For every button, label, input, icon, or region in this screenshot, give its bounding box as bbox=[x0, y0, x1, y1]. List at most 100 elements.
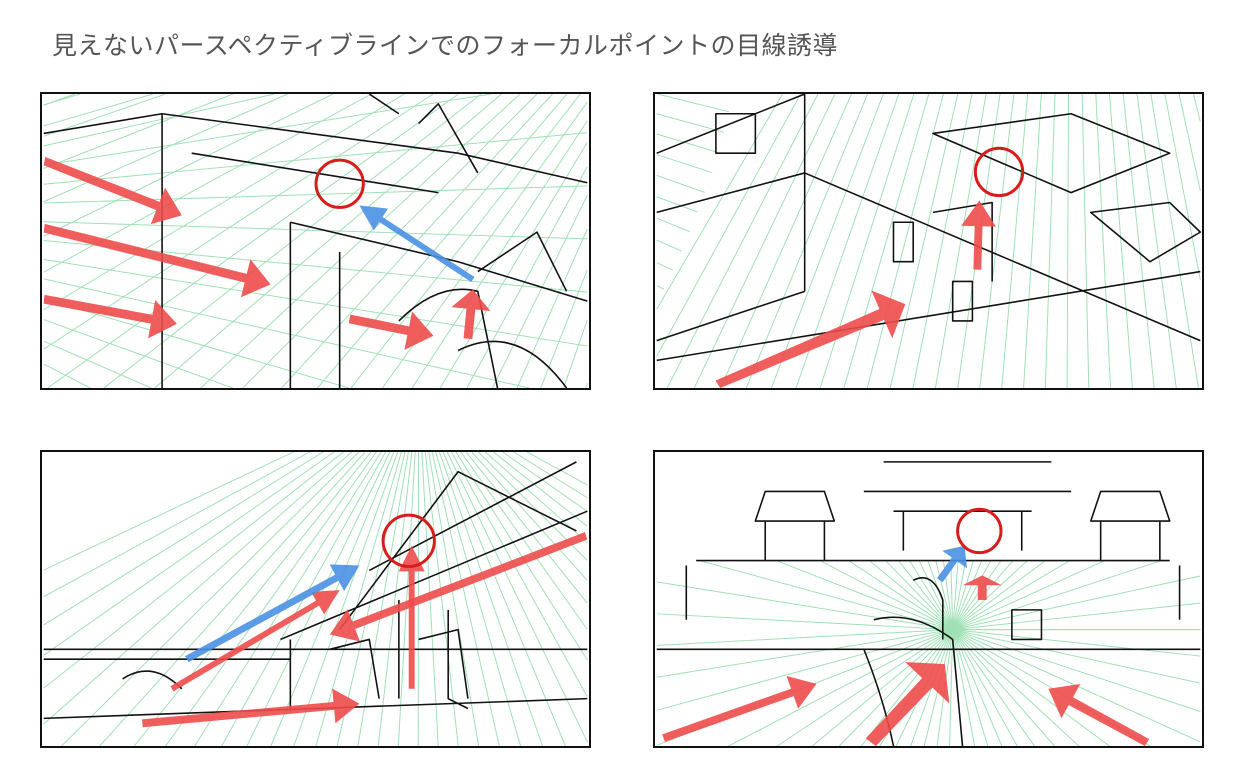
perspective-line bbox=[656, 613, 953, 631]
perspective-line bbox=[1081, 94, 1090, 388]
perspective-line bbox=[526, 452, 588, 486]
perspective-line bbox=[1178, 94, 1201, 191]
red-guide-arrow bbox=[662, 676, 817, 742]
focal-point-circle bbox=[956, 507, 1003, 555]
perspective-line bbox=[656, 629, 953, 646]
perspective-line bbox=[952, 629, 1110, 746]
perspective-line bbox=[693, 94, 836, 388]
perspective-line bbox=[1150, 94, 1199, 388]
perspective-line bbox=[1136, 94, 1177, 388]
perspective-line bbox=[1192, 94, 1201, 122]
perspective-line bbox=[656, 133, 718, 153]
perspective-line bbox=[465, 452, 588, 604]
perspective-line bbox=[43, 94, 288, 203]
perspective-line bbox=[979, 94, 1015, 388]
perspective-line bbox=[952, 629, 1018, 746]
red-guide-arrow bbox=[715, 290, 906, 388]
perspective-line bbox=[336, 452, 406, 746]
perspective-line bbox=[47, 94, 459, 388]
perspective-line bbox=[502, 452, 588, 512]
perspective-line bbox=[657, 94, 730, 113]
perspective-line bbox=[61, 452, 360, 746]
perspective-line bbox=[516, 228, 588, 388]
perspective-line bbox=[745, 94, 869, 388]
red-guide-arrow bbox=[1048, 684, 1150, 746]
perspective-line bbox=[656, 629, 953, 711]
perspective-line bbox=[411, 120, 588, 388]
perspective-line bbox=[424, 452, 459, 746]
perspective-line bbox=[1122, 94, 1155, 388]
perspective-line bbox=[843, 94, 930, 388]
blue-guide-arrow bbox=[359, 205, 475, 282]
red-guide-arrow bbox=[451, 289, 491, 340]
perspective-line bbox=[656, 548, 953, 631]
perspective-line bbox=[720, 94, 852, 388]
perspective-line bbox=[315, 452, 402, 746]
perspective-line bbox=[934, 94, 987, 388]
perspective-line bbox=[952, 629, 1003, 746]
perspective-line bbox=[952, 629, 1035, 746]
red-guide-arrow bbox=[348, 311, 434, 350]
panel-1-illustration bbox=[43, 94, 588, 388]
focal-point-circle bbox=[973, 146, 1025, 198]
perspective-line bbox=[154, 94, 502, 388]
sky-background bbox=[656, 452, 1201, 561]
perspective-line bbox=[357, 452, 409, 746]
perspective-line bbox=[451, 452, 588, 698]
perspective-line bbox=[1044, 94, 1056, 388]
perspective-line bbox=[1164, 94, 1201, 281]
perspective-line bbox=[377, 452, 413, 746]
perspective-line bbox=[656, 629, 953, 678]
perspective-line bbox=[585, 383, 588, 388]
red-guide-arrow bbox=[962, 575, 1002, 600]
perspective-line bbox=[446, 452, 588, 743]
red-guide-arrow bbox=[398, 545, 425, 689]
perspective-line bbox=[952, 575, 1201, 631]
perspective-line bbox=[43, 452, 324, 626]
sketch-lines bbox=[43, 94, 588, 388]
perspective-line bbox=[493, 452, 588, 527]
storyboard-panel-1 bbox=[40, 92, 591, 390]
page-title: 見えないパースペクティブラインでのフォーカルポイントの目線誘導 bbox=[52, 31, 839, 60]
perspective-line bbox=[43, 452, 335, 656]
perspective-line bbox=[952, 629, 1201, 684]
perspective-line bbox=[43, 94, 334, 237]
focal-point-circle bbox=[381, 513, 436, 568]
perspective-line bbox=[431, 452, 500, 746]
perspective-line bbox=[656, 285, 665, 290]
perspective-line bbox=[43, 94, 154, 127]
perspective-line bbox=[656, 94, 801, 357]
perspective-line bbox=[866, 94, 944, 388]
perspective-line bbox=[43, 298, 350, 388]
perspective-line bbox=[43, 94, 434, 350]
perspective-line bbox=[952, 629, 1201, 657]
perspective-line bbox=[1023, 94, 1042, 388]
perspective-line bbox=[442, 452, 566, 746]
perspective-line bbox=[656, 196, 698, 213]
perspective-line bbox=[656, 239, 682, 252]
perspective-line bbox=[1001, 94, 1029, 388]
perspective-line bbox=[350, 94, 581, 388]
perspective-line bbox=[133, 452, 372, 746]
perspective-line bbox=[43, 132, 588, 185]
perspective-line bbox=[656, 262, 674, 271]
perspective-line bbox=[43, 278, 530, 388]
perspective-line bbox=[656, 154, 712, 173]
perspective-line bbox=[540, 269, 588, 388]
perspective-line bbox=[43, 94, 234, 169]
perspective-line bbox=[242, 94, 538, 388]
perspective-line bbox=[912, 94, 973, 388]
perspective-line bbox=[317, 94, 568, 388]
perspective-line bbox=[103, 94, 482, 388]
perspective-line bbox=[952, 547, 1201, 631]
red-guide-arrow bbox=[43, 294, 177, 339]
perspective-line bbox=[656, 113, 724, 133]
perspective-line bbox=[438, 452, 543, 746]
storyboard-panel-4 bbox=[653, 450, 1204, 748]
red-guide-arrow bbox=[43, 156, 182, 225]
perspective-line bbox=[43, 363, 91, 388]
perspective-line bbox=[43, 94, 166, 137]
red-guide-arrow bbox=[141, 688, 360, 728]
perspective-line bbox=[460, 452, 588, 630]
perspective-line bbox=[1066, 94, 1070, 388]
